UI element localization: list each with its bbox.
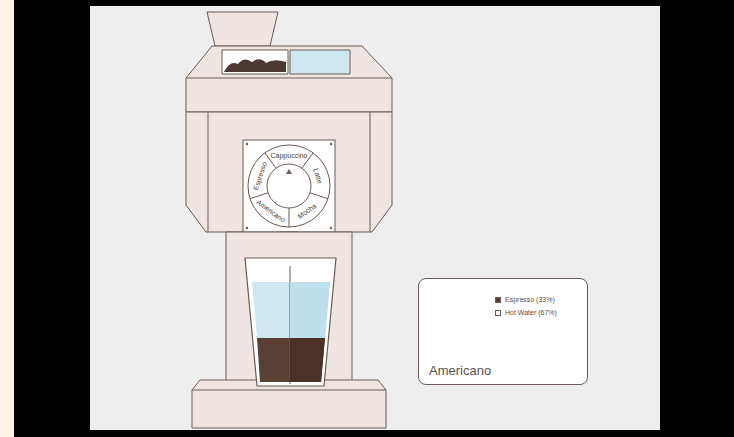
machine-base [192, 380, 386, 428]
water-compartment [290, 50, 350, 74]
dial-option: Espresso [252, 161, 268, 191]
legend-text: Espresso (33%) [505, 296, 555, 303]
screw [246, 227, 248, 229]
screw [330, 143, 332, 145]
dial-hub [267, 164, 311, 208]
dial-dividers [250, 153, 328, 227]
machine-body [186, 112, 392, 232]
dial-option: Latte [313, 168, 324, 185]
dial-option: Americano [255, 198, 286, 223]
base-edge [192, 390, 386, 391]
drink-title: Americano [429, 363, 491, 378]
legend-box: Americano Espresso (33%) Hot Water (67%) [418, 278, 588, 385]
hot-water [252, 282, 330, 338]
dial-option: Cappuccino [271, 152, 308, 159]
dial-option: Mocha [297, 202, 318, 220]
background-panel [90, 6, 660, 430]
top-housing [186, 46, 392, 112]
legend-entry: Espresso (33%) [495, 296, 555, 303]
bean-compartment [222, 50, 288, 74]
espresso-layer [257, 338, 325, 382]
screw [330, 227, 332, 229]
cutaway-water-face [290, 282, 330, 338]
legend-text: Hot Water (67%) [505, 309, 557, 316]
legend-entry: Hot Water (67%) [495, 309, 557, 316]
page-edge [0, 0, 14, 437]
dial-pointer [286, 169, 292, 174]
body-edges [208, 112, 370, 232]
legend-swatch [495, 310, 501, 316]
cutaway-espresso-face [290, 338, 325, 382]
legend-swatch [495, 297, 501, 303]
drip-column [226, 232, 352, 384]
selector-dial [248, 145, 330, 227]
coffee-beans [224, 59, 286, 72]
screw [246, 143, 248, 145]
hopper-lid [207, 12, 278, 46]
cup [245, 258, 336, 386]
housing-edge [186, 78, 392, 79]
dial-panel [243, 140, 335, 232]
